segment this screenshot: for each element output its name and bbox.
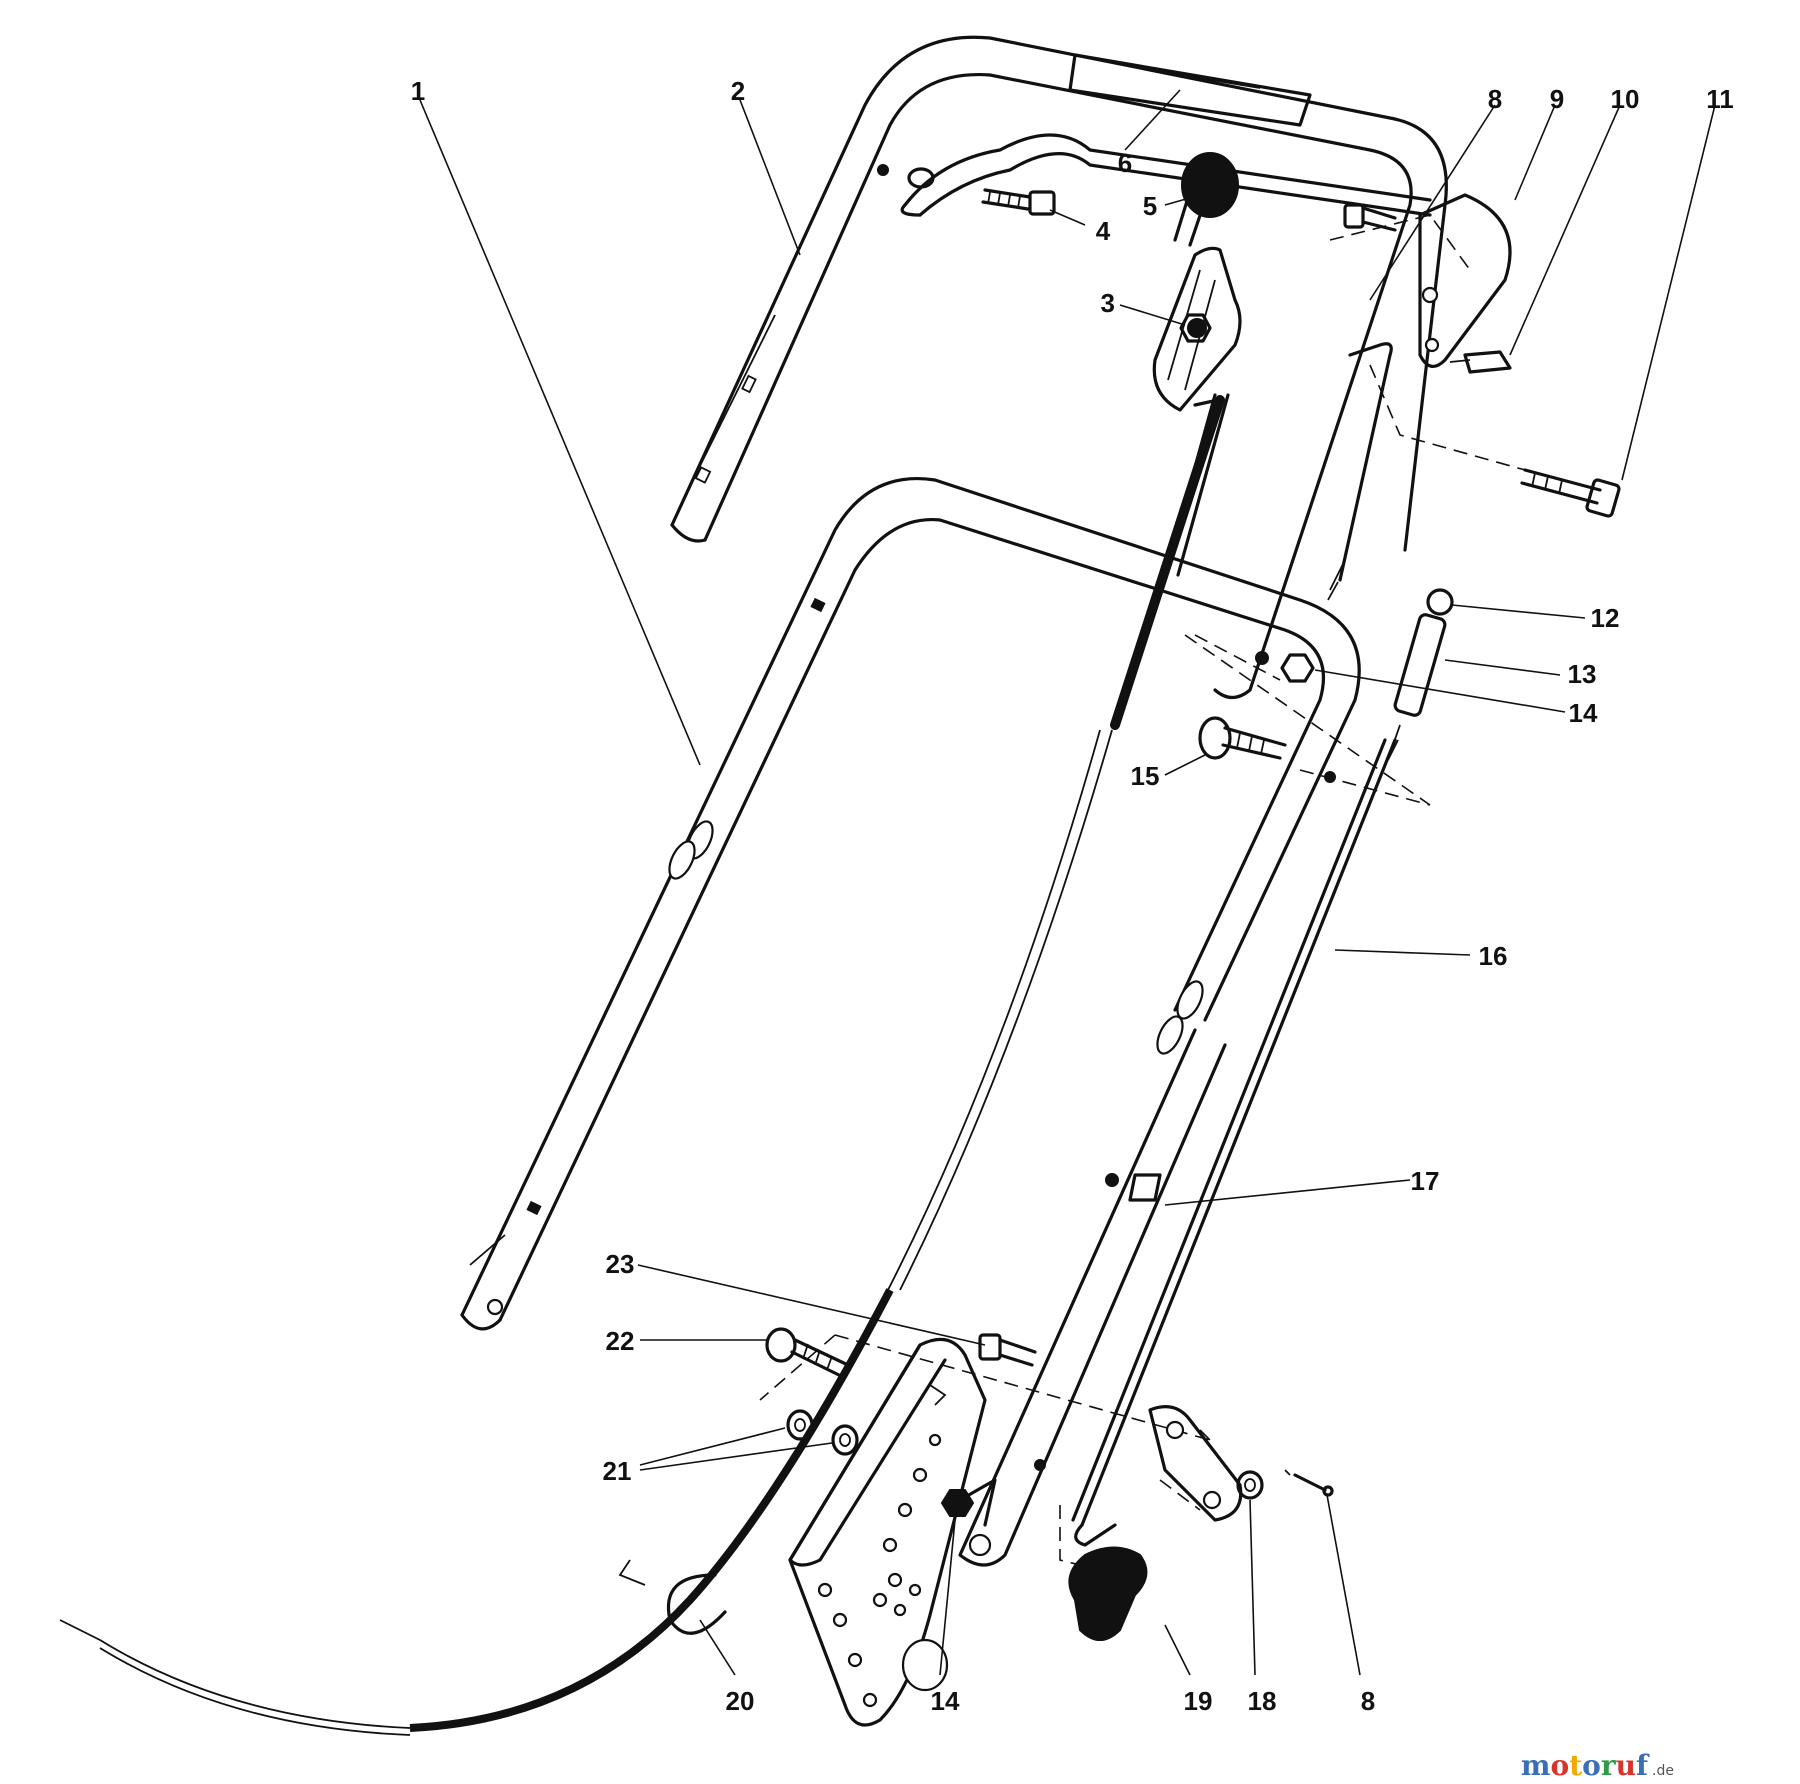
control-lever (1152, 152, 1242, 577)
wm-letter: t (1569, 1749, 1582, 1782)
lower-nut-14 (940, 1489, 975, 1517)
wm-letter: u (1616, 1749, 1636, 1782)
callout-6: 6 (1118, 148, 1132, 178)
callout-14-right: 14 (1569, 698, 1598, 728)
screw-4 (877, 164, 1056, 216)
callout-12: 12 (1591, 603, 1620, 633)
callout-20: 20 (726, 1686, 755, 1716)
callout-9: 9 (1550, 84, 1564, 114)
callout-10: 10 (1611, 84, 1640, 114)
callout-18: 18 (1248, 1686, 1277, 1716)
wm-letter: f (1636, 1749, 1650, 1782)
knob-14-15 (1184, 634, 1431, 806)
callout-8-top: 8 (1488, 84, 1502, 114)
control-rod (1071, 342, 1454, 1547)
wm-letter: m (1521, 1749, 1551, 1782)
bracket-lower-right (1148, 1405, 1243, 1522)
callout-15: 15 (1131, 761, 1160, 791)
callout-14-bottom: 14 (931, 1686, 960, 1716)
lever-knob (1181, 152, 1239, 218)
callout-23: 23 (606, 1249, 635, 1279)
screw-upper-right (1343, 203, 1397, 232)
hardware-upper-right (1369, 350, 1621, 518)
wm-letter: r (1601, 1749, 1617, 1782)
callout-8-bottom: 8 (1361, 1686, 1375, 1716)
callout-4: 4 (1096, 216, 1111, 246)
watermark-logo: motoruf (1521, 1749, 1650, 1782)
washer-18-pin-8 (1236, 1469, 1334, 1500)
callout-3: 3 (1101, 288, 1115, 318)
callout-21: 21 (603, 1456, 632, 1486)
throttle-cable (59, 395, 1225, 1736)
callout-1: 1 (411, 76, 425, 106)
watermark-suffix: .de (1652, 1763, 1674, 1779)
washers-21 (786, 1409, 859, 1456)
right-lower-tube (958, 1028, 1227, 1567)
bracket-arm (1329, 193, 1512, 368)
knob-19 (1059, 1505, 1148, 1641)
callout-11: 11 (1706, 84, 1734, 114)
bolts-22-23 (759, 1327, 1211, 1441)
callout-22: 22 (606, 1326, 635, 1356)
callout-19: 19 (1184, 1686, 1213, 1716)
callout-5: 5 (1143, 191, 1157, 221)
lower-handle (460, 477, 1361, 1331)
callout-13: 13 (1568, 659, 1597, 689)
callout-16: 16 (1479, 941, 1508, 971)
leader-lines (419, 89, 1716, 1676)
wm-letter: o (1582, 1749, 1601, 1782)
callout-17: 17 (1411, 1166, 1440, 1196)
upper-handle (670, 35, 1448, 700)
callout-2: 2 (731, 76, 745, 106)
callout-labels: 1 2 3 4 5 6 8 9 10 11 12 13 14 15 16 17 … (411, 76, 1734, 1716)
side-plate (788, 1337, 987, 1727)
nut-3 (1179, 313, 1212, 343)
wm-letter: o (1551, 1749, 1570, 1782)
